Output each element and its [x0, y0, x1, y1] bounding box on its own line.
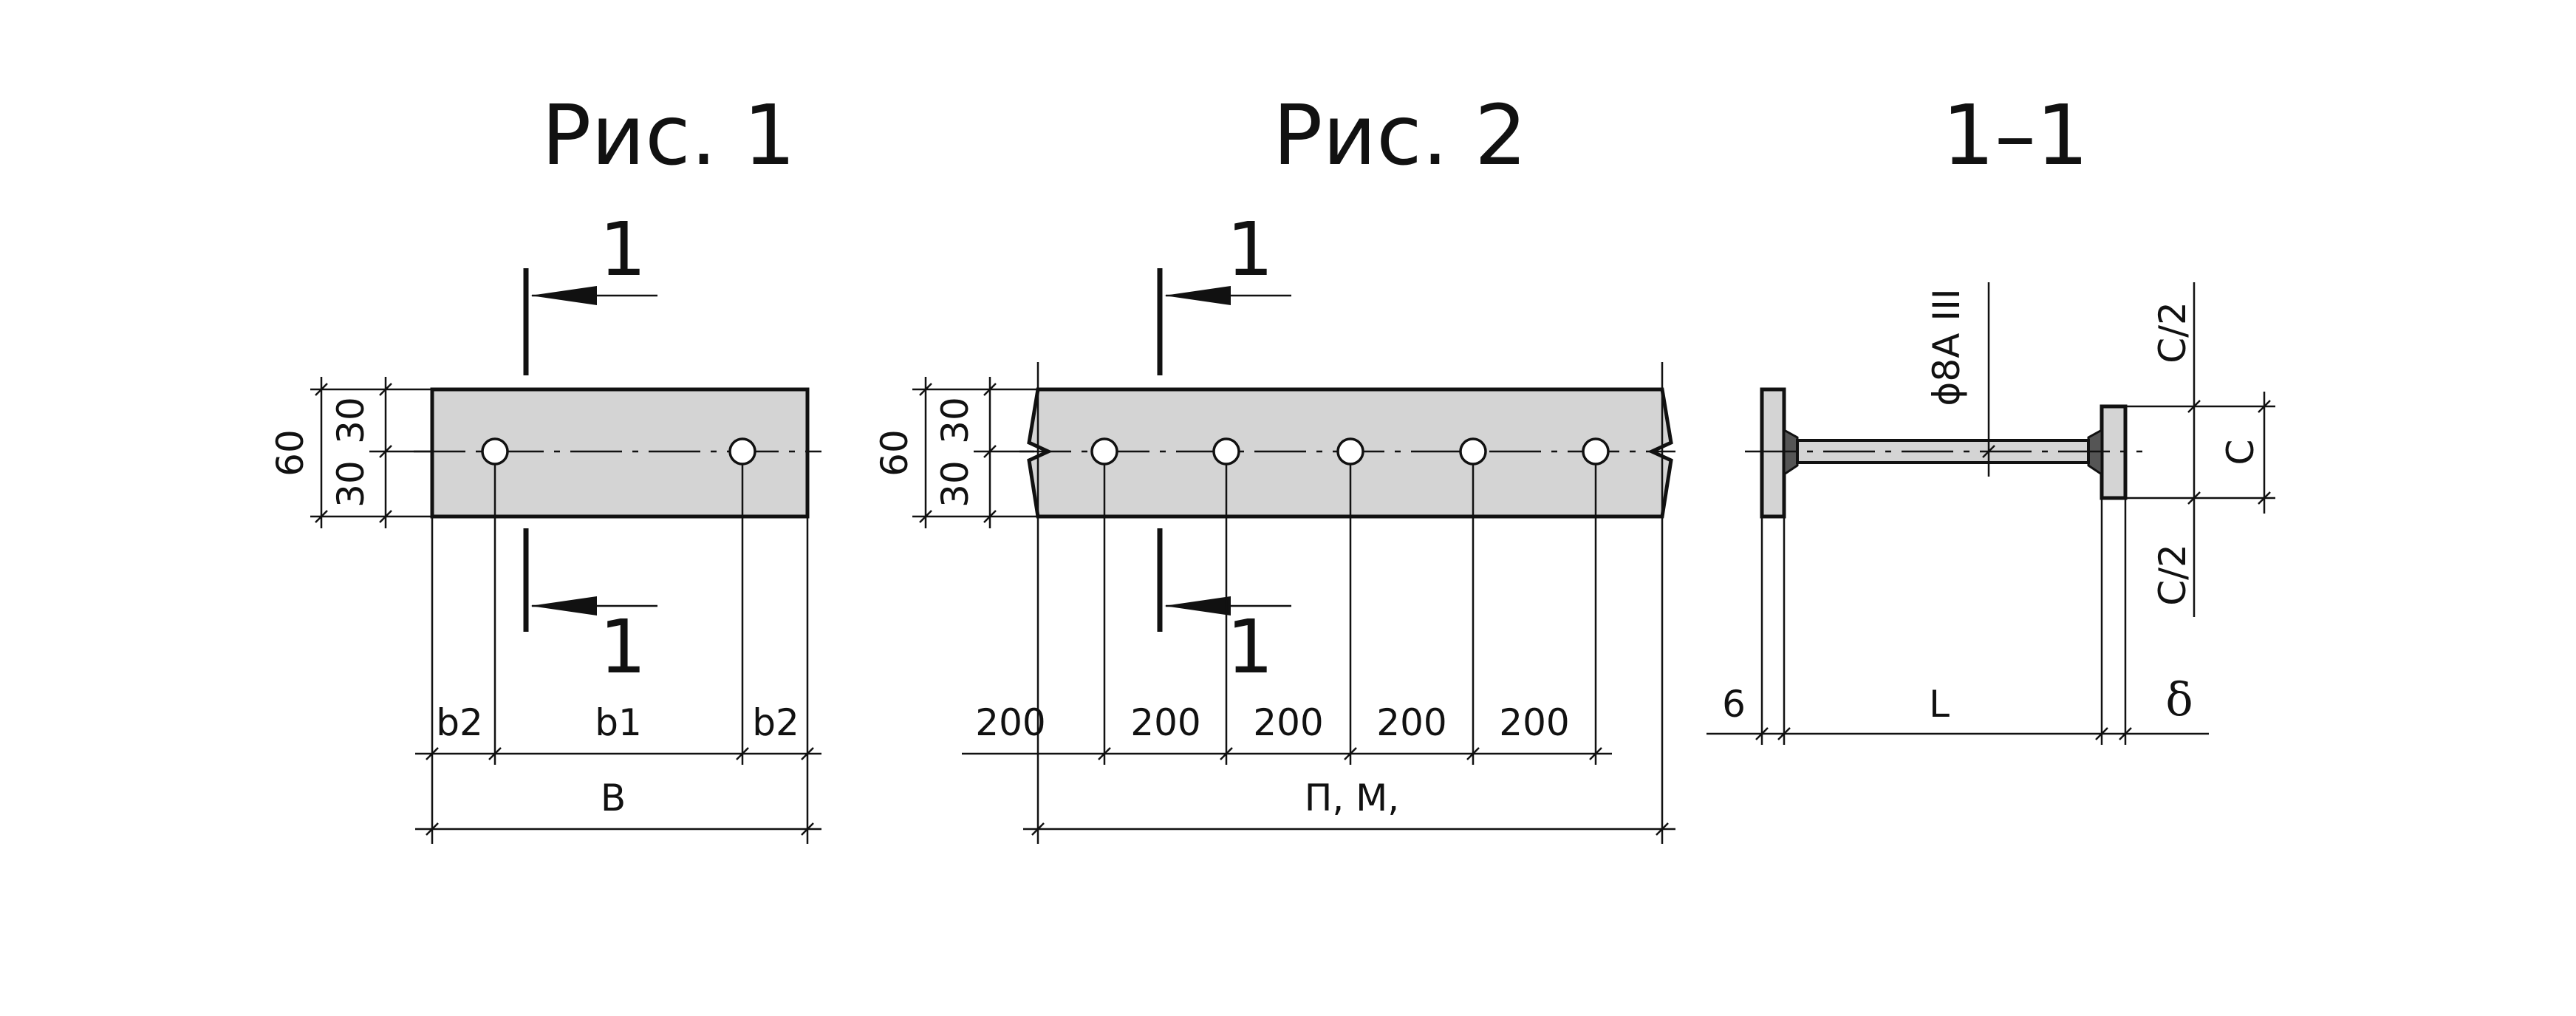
section-title: 1–1	[1942, 88, 2089, 184]
section-1-1: 1–1 ϕ8А III C/2 C C/2	[1706, 88, 2275, 745]
fig2-hole-2	[1212, 437, 1240, 466]
dim-thickness: 6	[1722, 683, 1746, 726]
dim-c-half-top: C/2	[2151, 301, 2194, 364]
fig1-horizontal-dims: b2 b1 b2 B	[415, 464, 821, 844]
rebar-label: ϕ8А III	[1925, 288, 1968, 406]
figure-2-title: Рис. 2	[1273, 88, 1527, 184]
figure-1-title: Рис. 1	[541, 88, 796, 184]
fig2-spacing-1: 200	[975, 701, 1045, 744]
fig1-dim-b1: b1	[595, 701, 642, 744]
fig2-section-mark-bottom: 1	[1226, 604, 1274, 690]
fig2-horizontal-dims: 200 200 200 200 200 П, М,	[962, 362, 1675, 844]
figure-2: Рис. 2 1 1 60 30	[873, 88, 1675, 844]
fig2-cut-arrowhead-top	[1164, 286, 1231, 305]
fig2-section-mark-top: 1	[1226, 206, 1274, 293]
fig2-hole-5	[1582, 437, 1610, 466]
dim-delta: δ	[2165, 672, 2193, 726]
dim-L: L	[1929, 683, 1950, 726]
fig1-cut-arrowhead-top	[530, 286, 597, 305]
section-horizontal-dims: 6 L δ	[1706, 498, 2209, 745]
fig2-dim-60: 60	[873, 429, 916, 477]
fig1-dim-60: 60	[269, 429, 312, 477]
fig1-dim-B: B	[601, 777, 626, 819]
fig1-dim-30-upper: 30	[329, 397, 372, 444]
fig1-section-mark-bottom: 1	[599, 604, 646, 690]
dim-c: C	[2219, 440, 2262, 466]
fig1-dim-30-lower: 30	[329, 460, 372, 508]
fig1-dim-b2-left: b2	[436, 701, 483, 744]
fig2-hole-1	[1090, 437, 1118, 466]
fig2-spacing-5: 200	[1499, 701, 1569, 744]
fig2-spacing-2: 200	[1130, 701, 1200, 744]
fig2-dim-total-length: П, М,	[1305, 777, 1399, 819]
fig1-hole-right	[728, 437, 756, 466]
fig2-spacing-3: 200	[1253, 701, 1323, 744]
fig1-cut-arrowhead-bottom	[530, 596, 597, 616]
fig2-hole-4	[1459, 437, 1487, 466]
fig1-vertical-dims: 60 30 30	[269, 377, 432, 528]
fig2-cut-arrowhead-bottom	[1164, 596, 1231, 616]
fig2-hole-3	[1336, 437, 1364, 466]
fig2-vertical-dims: 60 30 30	[873, 377, 1038, 528]
fig1-hole-left	[481, 437, 509, 466]
figure-1: Рис. 1 1 1 60 30 30	[269, 88, 821, 844]
dim-c-half-bottom: C/2	[2151, 544, 2194, 606]
fig2-spacing-4: 200	[1376, 701, 1446, 744]
section-left-plate	[1760, 387, 1786, 519]
fig1-section-mark-top: 1	[599, 206, 646, 293]
fig2-dim-30-upper: 30	[934, 397, 977, 444]
section-vertical-dims: C/2 C C/2	[2125, 282, 2275, 617]
fig1-dim-b2-right: b2	[752, 701, 799, 744]
fig2-dim-30-lower: 30	[934, 460, 977, 508]
